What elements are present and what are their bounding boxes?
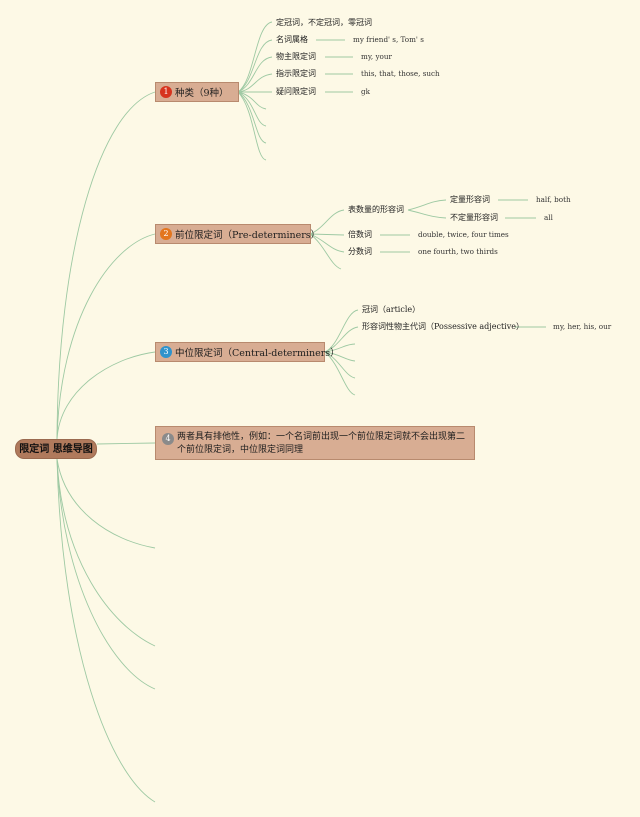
branch-3-label: 中位限定词（Central-determiners） xyxy=(175,348,340,359)
branch-3-item-2[interactable]: 形容词性物主代词（Possessive adjective） xyxy=(362,322,524,331)
number-3-badge: 3 xyxy=(160,346,172,358)
branch-2-sub-1-value[interactable]: half, both xyxy=(536,195,571,204)
branch-1-label: 种类（9种） xyxy=(175,88,229,99)
branch-1-item-2[interactable]: 名词属格 xyxy=(276,35,308,44)
branch-2-sub-2[interactable]: 不定量形容词 xyxy=(450,213,498,222)
branch-3-item-1[interactable]: 冠词（article） xyxy=(362,305,421,314)
branch-2-sub-1[interactable]: 定量形容词 xyxy=(450,195,490,204)
branch-2-item-2[interactable]: 倍数词 xyxy=(348,230,372,239)
branch-4-label: 两者具有排他性，例如：一个名词前出现一个前位限定词就不会出现第二个前位限定词，中… xyxy=(177,432,466,455)
branch-1-item-5-value[interactable]: gk xyxy=(361,87,370,96)
branch-2-item-3-value[interactable]: one fourth, two thirds xyxy=(418,247,498,256)
branch-1-item-4[interactable]: 指示限定词 xyxy=(276,69,316,78)
branch-1-item-2-value[interactable]: my friend' s, Tom' s xyxy=(353,35,424,44)
branch-1-item-1[interactable]: 定冠词，不定冠词，零冠词 xyxy=(276,18,372,27)
branch-2-item-2-value[interactable]: double, twice, four times xyxy=(418,230,509,239)
branch-2-label: 前位限定词（Pre-determiners） xyxy=(175,230,321,241)
number-4-badge: 4 xyxy=(162,433,174,445)
number-1-badge: 1 xyxy=(160,86,172,98)
branch-2-item-1[interactable]: 表数量的形容词 xyxy=(348,205,404,214)
number-2-badge: 2 xyxy=(160,228,172,240)
branch-1-item-3-value[interactable]: my, your xyxy=(361,52,392,61)
branch-1-node[interactable]: 1 种类（9种） xyxy=(155,82,239,102)
branch-3-node[interactable]: 3 中位限定词（Central-determiners） xyxy=(155,342,340,362)
branch-1-item-3[interactable]: 物主限定词 xyxy=(276,52,316,61)
branch-2-item-3[interactable]: 分数词 xyxy=(348,247,372,256)
branch-1-item-4-value[interactable]: this, that, those, such xyxy=(361,69,440,78)
branch-3-item-2-value[interactable]: my, her, his, our xyxy=(553,322,612,331)
root-node[interactable]: 限定词 思维导图 xyxy=(15,439,97,459)
branch-2-node[interactable]: 2 前位限定词（Pre-determiners） xyxy=(155,224,320,244)
branch-4-note[interactable]: 4 两者具有排他性，例如：一个名词前出现一个前位限定词就不会出现第二个前位限定词… xyxy=(155,426,475,460)
branch-2-sub-2-value[interactable]: all xyxy=(544,213,553,222)
branch-1-item-5[interactable]: 疑问限定词 xyxy=(276,87,316,96)
